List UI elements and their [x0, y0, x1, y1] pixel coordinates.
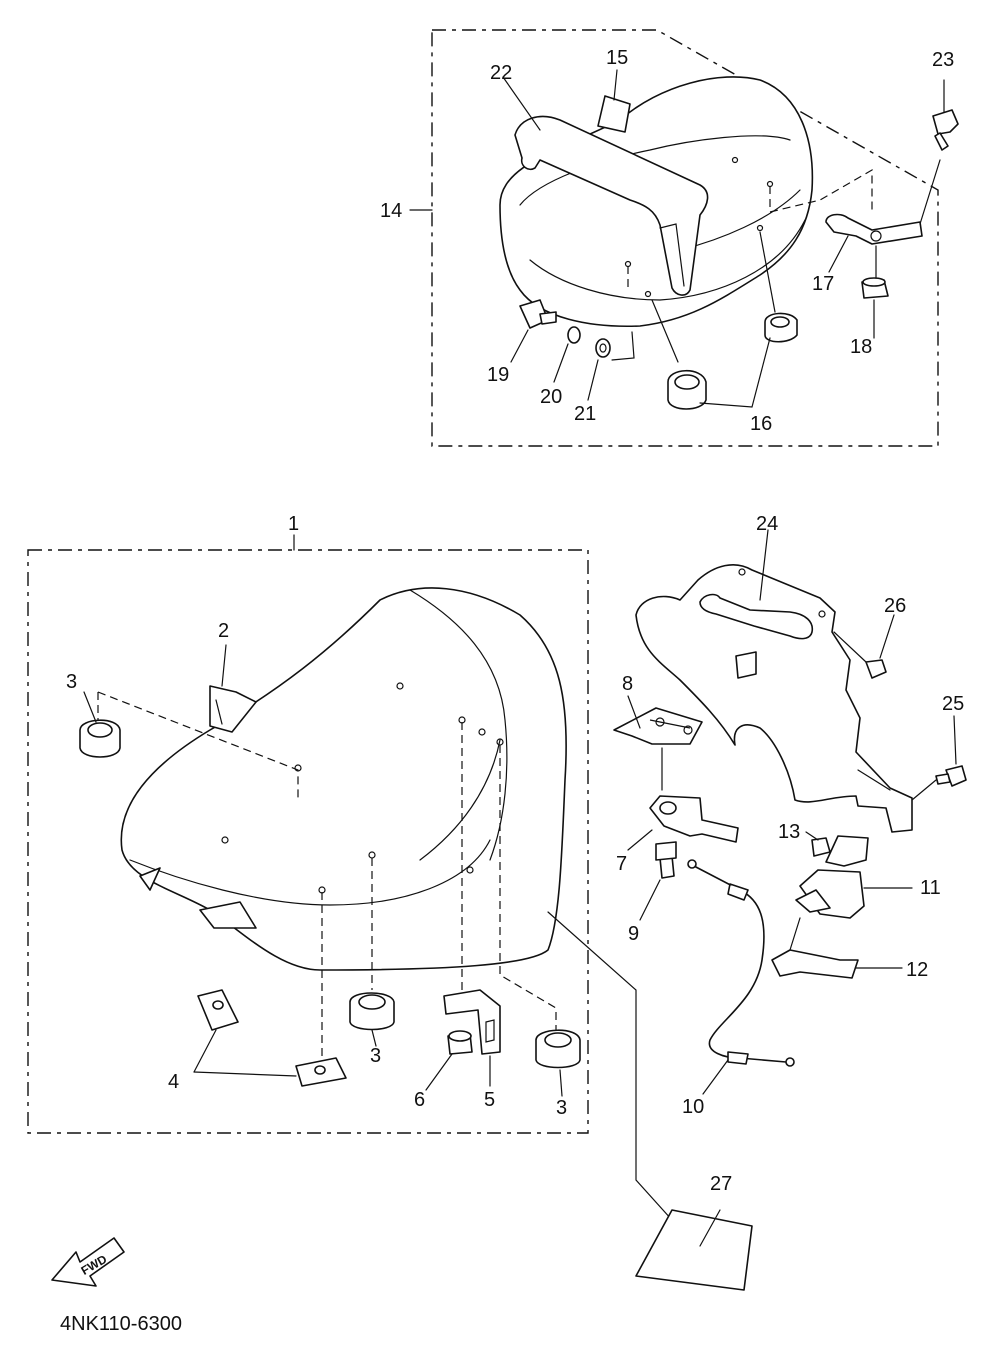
fwd-direction-arrow: FWD — [51, 1237, 125, 1287]
label-15: 15 — [606, 47, 628, 69]
label-3-left: 3 — [66, 671, 77, 693]
label-24: 24 — [756, 513, 778, 535]
label-16: 16 — [750, 413, 772, 435]
rear-seat-group — [431, 29, 959, 447]
lock-lever — [771, 949, 859, 979]
seat-lock-assembly — [613, 564, 967, 1291]
side-cover — [635, 564, 913, 833]
label-17: 17 — [812, 273, 834, 295]
label-27: 27 — [710, 1173, 732, 1195]
front-seat-cushion — [120, 587, 567, 971]
rear-seat-bracket — [825, 213, 923, 245]
label-6: 6 — [414, 1089, 425, 1111]
label-2: 2 — [218, 620, 229, 642]
grab-bar — [514, 115, 709, 296]
label-13: 13 — [778, 821, 800, 843]
label-18: 18 — [850, 336, 872, 358]
label-12: 12 — [906, 959, 928, 981]
cover-screw-26 — [865, 659, 887, 679]
leader-lines — [83, 69, 957, 1097]
label-14: 14 — [380, 200, 402, 222]
caution-label — [635, 1209, 753, 1291]
label-3-center: 3 — [370, 1045, 381, 1067]
diagram-code: 4NK110-6300 — [60, 1313, 182, 1335]
label-19: 19 — [487, 364, 509, 386]
label-3-right: 3 — [556, 1097, 567, 1119]
lock-screw — [811, 837, 831, 857]
rear-lock-washer — [567, 326, 581, 344]
label-4: 4 — [168, 1071, 179, 1093]
rear-seat-tag — [597, 95, 631, 133]
label-20: 20 — [540, 386, 562, 408]
rear-plain-washer — [595, 338, 611, 358]
seat-clip-upper — [197, 989, 239, 1031]
rear-bracket-bolt — [932, 109, 959, 135]
part-labels: 22 15 23 14 17 18 19 20 21 16 1 2 3 3 3 … — [60, 47, 964, 1335]
label-9: 9 — [628, 923, 639, 945]
label-21: 21 — [574, 403, 596, 425]
label-11: 11 — [920, 877, 941, 899]
front-seat-group-boundary — [27, 549, 589, 1134]
rear-seat-group-boundary — [431, 29, 939, 447]
label-23: 23 — [932, 49, 954, 71]
label-10: 10 — [682, 1096, 704, 1118]
label-22: 22 — [490, 62, 512, 84]
label-7: 7 — [616, 853, 627, 875]
label-25: 25 — [942, 693, 964, 715]
label-26: 26 — [884, 595, 906, 617]
lock-cable — [693, 865, 787, 1063]
label-8: 8 — [622, 673, 633, 695]
label-1: 1 — [288, 513, 299, 535]
label-5: 5 — [484, 1089, 495, 1111]
front-seat-group — [27, 534, 691, 1241]
